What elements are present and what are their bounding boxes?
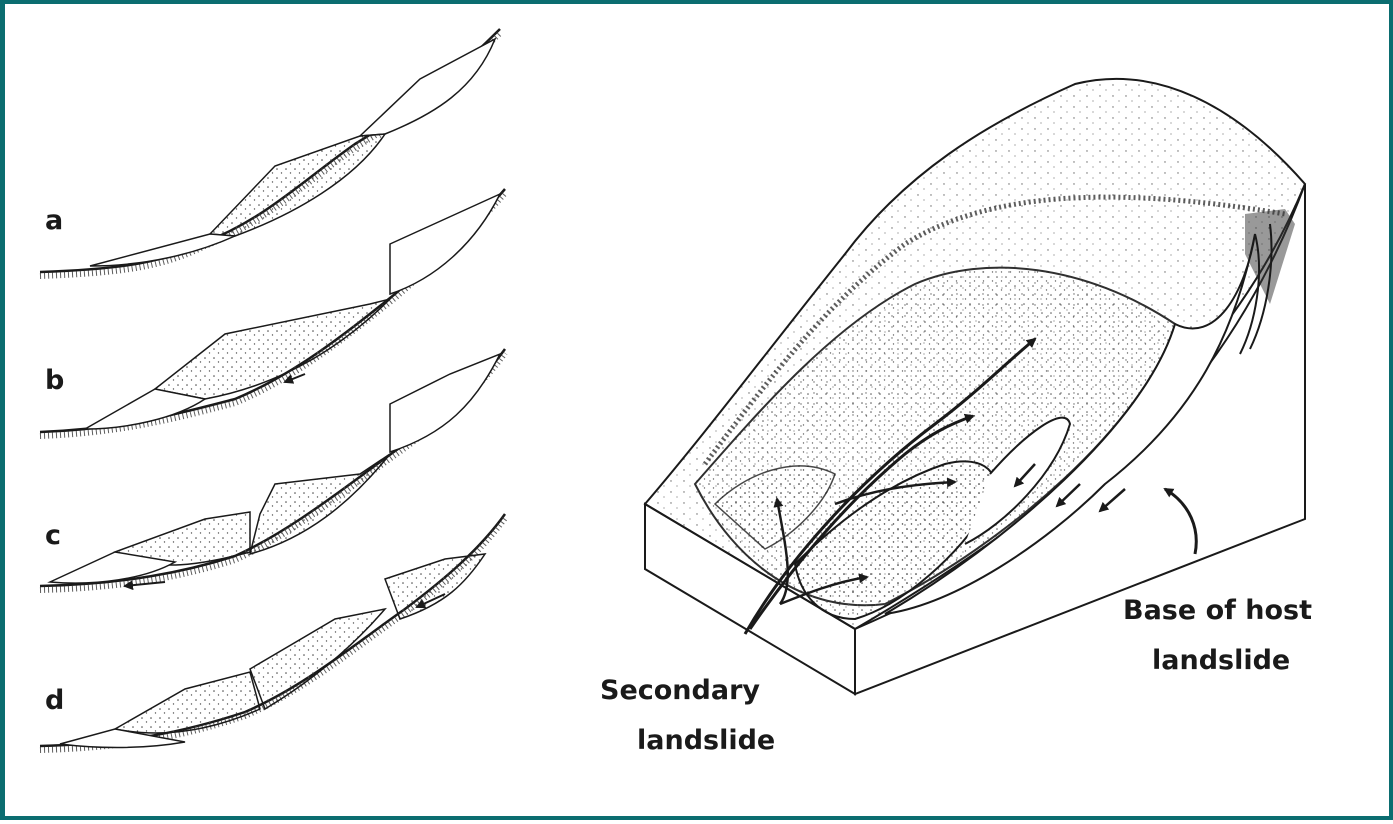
- base-host-landslide-label-line2: landslide: [1152, 645, 1290, 676]
- panel-letter-a: a: [45, 205, 63, 236]
- panel-letter-c: c: [45, 520, 61, 551]
- secondary-landslide-label-line1: Secondary: [600, 675, 760, 706]
- base-host-landslide-label-line1: Base of host: [1123, 595, 1312, 626]
- secondary-landslide-label-line2: landslide: [637, 725, 775, 756]
- landslide-figure: a b c d Secondary: [5, 4, 1393, 824]
- slope-profiles: a b c d: [40, 29, 505, 750]
- profile-d: [40, 514, 505, 750]
- panel-letter-b: b: [45, 365, 64, 396]
- panel-letter-d: d: [45, 685, 64, 716]
- profile-c: [40, 349, 505, 590]
